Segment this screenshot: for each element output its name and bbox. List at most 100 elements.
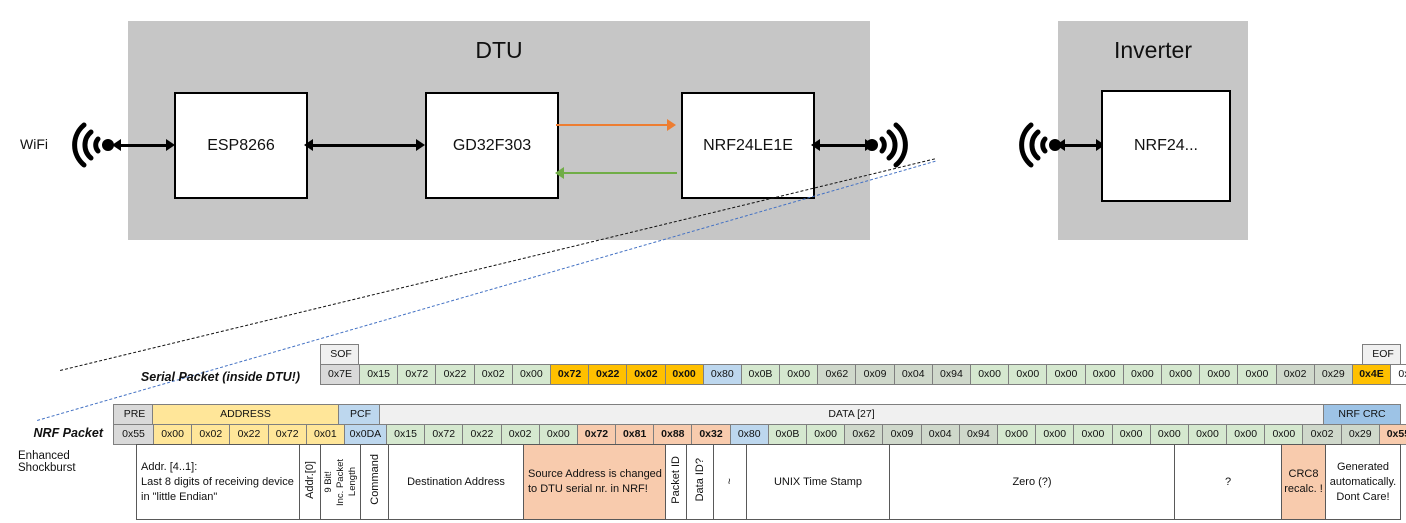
nrf-data-byte-14: 0x04	[920, 424, 960, 445]
chip-nrf24-inverter-label: NRF24...	[1133, 137, 1198, 154]
serial-byte-16: 0x00	[969, 364, 1010, 385]
serial-byte-14: 0x04	[893, 364, 933, 385]
nrf-address-byte-0: 0x00	[152, 424, 193, 445]
ann-pcf-a: 9 Bit!	[323, 471, 334, 493]
nrf-address-byte-3: 0x72	[267, 424, 307, 445]
wifi-antenna-icon	[64, 117, 114, 178]
ann-source-address: Source Address is changed to DTU serial …	[523, 444, 666, 520]
annotation-row: Addr. [4..1]: Last 8 digits of receiving…	[136, 444, 1401, 520]
ann-packet-id: Packet ID	[665, 444, 687, 520]
nrf-data-byte-22: 0x00	[1226, 424, 1266, 445]
serial-byte-13: 0x09	[855, 364, 895, 385]
nrf-data-byte-17: 0x00	[1035, 424, 1075, 445]
ann-address: Addr. [4..1]: Last 8 digits of receiving…	[136, 444, 300, 520]
serial-eof-header: EOF	[1362, 344, 1401, 365]
dtu-title: DTU	[475, 37, 523, 63]
packet-tables: Serial Packet (inside DTU!) NRF Packet E…	[0, 330, 1406, 523]
serial-packet-table: SOF EOF	[320, 344, 1401, 365]
serial-byte-9: 0x80	[702, 364, 742, 385]
nrf-data-byte-23: 0x00	[1264, 424, 1304, 445]
serial-byte-18: 0x00	[1046, 364, 1086, 385]
chip-esp8266-label: ESP8266	[207, 136, 275, 154]
serial-byte-0: 0x15	[358, 364, 399, 385]
ann-command-text: Command	[368, 454, 381, 505]
rf-antenna-icon-dtu	[866, 117, 916, 178]
nrf-pcf-header: PCF	[338, 404, 380, 425]
chip-gd32f303[interactable]: GD32F303	[425, 92, 559, 199]
serial-byte-21: 0x00	[1160, 364, 1201, 385]
ann-packet-id-text: Packet ID	[670, 455, 682, 504]
nrf-data-byte-2: 0x22	[462, 424, 502, 445]
nrf-address-byte-2: 0x22	[229, 424, 269, 445]
rf-antenna-icon-inverter	[1011, 117, 1061, 178]
nrf-data-byte-24: 0x02	[1302, 424, 1342, 445]
ann-tilde-text: ~	[724, 478, 736, 485]
serial-byte-19: 0x00	[1084, 364, 1124, 385]
serial-byte-8: 0x00	[664, 364, 704, 385]
ann-pcf-c: Length	[347, 467, 358, 497]
serial-byte-4: 0x00	[511, 364, 551, 385]
ann-tilde: ~	[713, 444, 747, 520]
ann-generated: Generated automatically. Dont Care!	[1325, 444, 1401, 520]
nrf-data-byte-19: 0x00	[1111, 424, 1151, 445]
serial-header-spacer	[359, 345, 1363, 365]
serial-byte-15: 0x94	[931, 364, 972, 385]
nrf-data-byte-15: 0x94	[958, 424, 998, 445]
nrf-data-byte-12: 0x62	[844, 424, 884, 445]
nrf-data-byte-13: 0x09	[882, 424, 922, 445]
nrf-data-byte-25: 0x29	[1340, 424, 1380, 445]
ann-command: Command	[360, 444, 389, 520]
serial-byte-2: 0x22	[435, 364, 475, 385]
serial-byte-12: 0x62	[817, 364, 857, 385]
nrf-data-byte-11: 0x00	[805, 424, 846, 445]
serial-byte-3: 0x02	[473, 364, 513, 385]
inverter-title: Inverter	[1114, 37, 1192, 63]
nrf-pre-header: PRE	[113, 404, 153, 425]
chip-nrf24le1e[interactable]: NRF24LE1E	[681, 92, 815, 199]
ann-unix-time-stamp: UNIX Time Stamp	[746, 444, 890, 520]
ann-addr0: Addr.[0]	[299, 444, 321, 520]
nrf-data-byte-18: 0x00	[1073, 424, 1113, 445]
nrf-data-byte-7: 0x88	[653, 424, 693, 445]
ann-zero: Zero (?)	[889, 444, 1175, 520]
nrf-data-byte-21: 0x00	[1187, 424, 1228, 445]
nrf-data-byte-5: 0x72	[576, 424, 617, 445]
serial-packet-header-row: SOF EOF	[320, 344, 1401, 365]
serial-byte-20: 0x00	[1122, 364, 1162, 385]
nrf-data-byte-6: 0x81	[615, 424, 655, 445]
nrf-address-byte-1: 0x02	[191, 424, 231, 445]
serial-byte-11: 0x00	[779, 364, 819, 385]
serial-byte-17: 0x00	[1008, 364, 1048, 385]
nrf-data-byte-1: 0x72	[424, 424, 464, 445]
serial-byte-24: 0x02	[1275, 364, 1315, 385]
nrf-data-byte-16: 0x00	[996, 424, 1037, 445]
chip-nrf24-inverter[interactable]: NRF24...	[1101, 90, 1231, 202]
serial-byte-26: 0x4E	[1351, 364, 1392, 385]
nrf-data-byte-0: 0x15	[385, 424, 426, 445]
chip-esp8266[interactable]: ESP8266	[174, 92, 308, 199]
nrf-data-byte-20: 0x00	[1149, 424, 1189, 445]
serial-byte-1: 0x72	[397, 364, 437, 385]
serial-packet-label: Serial Packet (inside DTU!)	[140, 370, 300, 384]
nrf-pcf-value: 0x0DA	[343, 424, 387, 445]
ann-address-text: Addr. [4..1]: Last 8 digits of receiving…	[141, 460, 294, 503]
nrf-crc-header: NRF CRC	[1323, 404, 1401, 425]
nrf-data-byte-10: 0x0B	[767, 424, 808, 445]
serial-byte-7: 0x02	[626, 364, 666, 385]
serial-byte-6: 0x22	[588, 364, 628, 385]
nrf-data-byte-9: 0x80	[729, 424, 769, 445]
nrf-packet-sublabel: Enhanced Shockburst	[18, 450, 76, 474]
nrf-address-byte-4: 0x01	[305, 424, 345, 445]
nrf-packet-label: NRF Packet	[33, 426, 103, 440]
ann-question: ?	[1174, 444, 1282, 520]
nrf-data-header: DATA [27]	[379, 404, 1324, 425]
serial-byte-10: 0x0B	[740, 364, 781, 385]
ann-crc8: CRC8 recalc. !	[1281, 444, 1326, 520]
wifi-label: WiFi	[20, 136, 48, 152]
nrf-data-byte-8: 0x32	[691, 424, 731, 445]
nrf-data-byte-3: 0x02	[500, 424, 540, 445]
